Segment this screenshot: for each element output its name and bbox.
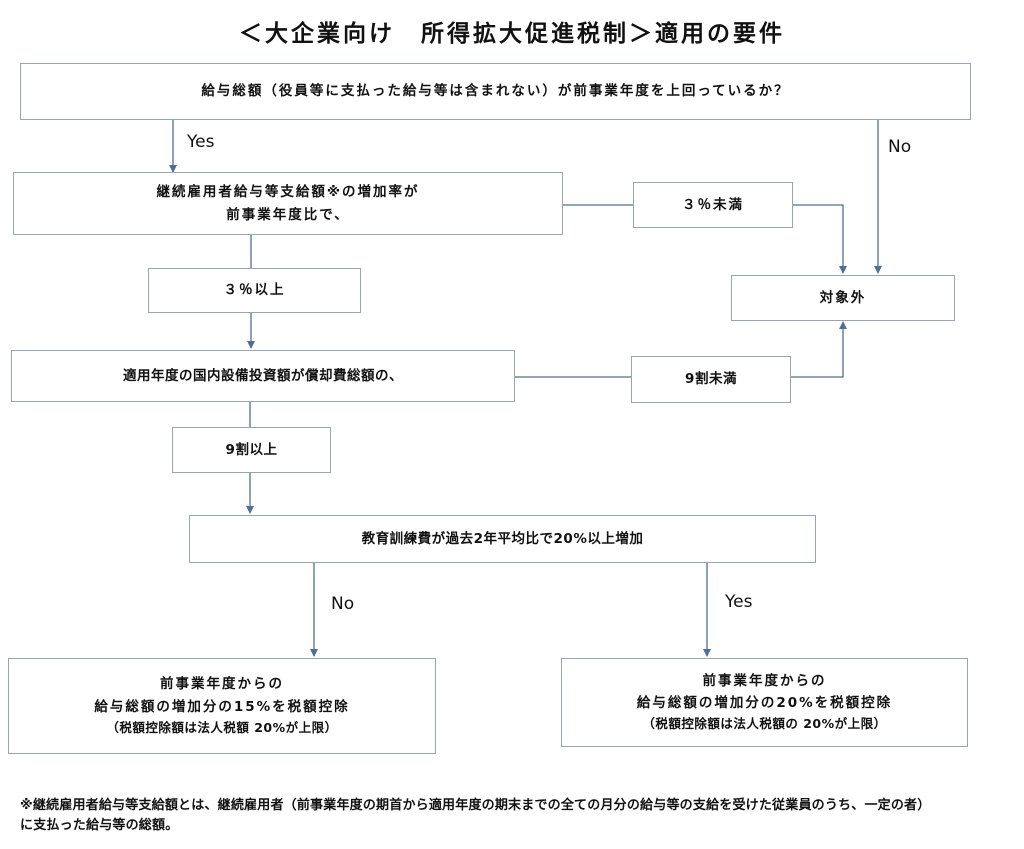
branch-under-3-percent-text: ３％未満 bbox=[682, 196, 744, 213]
arrow-lt90-excluded bbox=[791, 321, 847, 378]
result-not-eligible-text: 対象外 bbox=[819, 289, 867, 306]
label-no-q1: No bbox=[888, 137, 912, 157]
question-training-cost-text: 教育訓練費が過去2年平均比で20%以上増加 bbox=[361, 530, 644, 547]
question-continued-employee-pay-line1: 継続雇用者給与等支給額※の増加率が bbox=[156, 184, 420, 201]
result-20-line2: 給与総額の増加分の20%を税額控除 bbox=[636, 695, 893, 712]
label-yes-q4: Yes bbox=[725, 592, 753, 612]
question-total-salary: 給与総額（役員等に支払った給与等は含まれない）が前事業年度を上回っているか？ bbox=[20, 63, 971, 120]
branch-under-90-percent-text: 9割未満 bbox=[685, 371, 737, 388]
branch-under-3-percent: ３％未満 bbox=[633, 182, 793, 228]
question-training-cost: 教育訓練費が過去2年平均比で20%以上増加 bbox=[189, 515, 816, 563]
question-capex-ratio-text: 適用年度の国内設備投資額が償却費総額の、 bbox=[123, 367, 403, 384]
result-not-eligible: 対象外 bbox=[731, 275, 955, 321]
result-15-line3: （税額控除額は法人税額 20%が上限） bbox=[106, 719, 338, 735]
branch-90-percent-or-more-text: 9割以上 bbox=[225, 441, 278, 458]
result-20-percent-credit: 前事業年度からの 給与総額の増加分の20%を税額控除 （税額控除額は法人税額の … bbox=[561, 658, 968, 747]
footnote-line1: ※継続雇用者給与等支給額とは、継続雇用者（前事業年度の期首から適用年度の期末まで… bbox=[20, 798, 931, 813]
branch-3-percent-or-more: ３％以上 bbox=[148, 268, 361, 313]
page-title: ＜大企業向け 所得拡大促進税制＞適用の要件 bbox=[239, 21, 785, 47]
label-no-q4: No bbox=[331, 594, 355, 614]
footnote-line2: に支払った給与等の総額。 bbox=[20, 818, 179, 834]
result-15-line2: 給与総額の増加分の15%を税額控除 bbox=[94, 698, 350, 715]
branch-3-percent-or-more-text: ３％以上 bbox=[223, 282, 286, 299]
result-20-line1: 前事業年度からの bbox=[702, 672, 827, 689]
branch-90-percent-or-more: 9割以上 bbox=[172, 427, 331, 473]
question-continued-employee-pay-line2: 前事業年度比で、 bbox=[226, 206, 350, 223]
footnote: ※継続雇用者給与等支給額とは、継続雇用者（前事業年度の期首から適用年度の期末まで… bbox=[20, 796, 1020, 836]
question-capex-ratio: 適用年度の国内設備投資額が償却費総額の、 bbox=[11, 350, 515, 402]
result-15-line1: 前事業年度からの bbox=[160, 676, 284, 693]
label-yes-q1: Yes bbox=[187, 132, 215, 152]
arrow-lt3-excluded bbox=[793, 204, 847, 274]
branch-under-90-percent: 9割未満 bbox=[631, 356, 791, 403]
question-continued-employee-pay: 継続雇用者給与等支給額※の増加率が 前事業年度比で、 bbox=[13, 172, 563, 235]
result-15-percent-credit: 前事業年度からの 給与総額の増加分の15%を税額控除 （税額控除額は法人税額 2… bbox=[8, 658, 436, 754]
question-total-salary-text: 給与総額（役員等に支払った給与等は含まれない）が前事業年度を上回っているか？ bbox=[201, 83, 790, 100]
result-20-line3: （税額控除額は法人税額の 20%が上限） bbox=[642, 716, 887, 732]
